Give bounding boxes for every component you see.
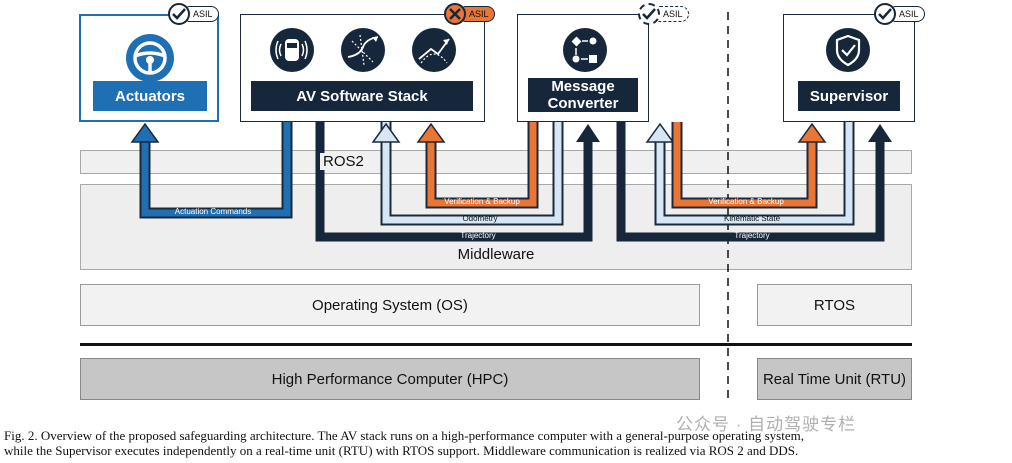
supervisor-asil-badge: ASIL — [874, 3, 925, 25]
watermark: 公众号 · 自动驾驶专栏 — [676, 415, 857, 434]
trajectory-right-arrow — [616, 122, 885, 242]
middleware-label: Middleware — [457, 246, 535, 263]
verification-right-arrow — [671, 122, 818, 209]
verification-right-label: Verification & Backup — [708, 197, 784, 206]
hpc-layer: High Performance Computer (HPC) — [80, 358, 700, 400]
verification-left-arrow — [425, 122, 539, 209]
rtu-label: Real Time Unit (RTU) — [762, 370, 907, 388]
hpc-label: High Performance Computer (HPC) — [271, 370, 509, 388]
asil-label: ASIL — [458, 6, 495, 22]
check-icon — [638, 3, 660, 25]
caption-line-1: Fig. 2. Overview of the proposed safegua… — [4, 428, 804, 443]
actuators-asil-badge: ASIL — [168, 3, 219, 25]
supervisor-label: Supervisor — [798, 81, 900, 111]
message-converter-box: Message Converter — [517, 14, 649, 122]
rtos-label: RTOS — [813, 296, 856, 314]
av-stack-box: AV Software Stack — [240, 14, 485, 122]
steering-wheel-icon — [126, 34, 174, 82]
message-converter-asil-badge: ASIL — [638, 3, 689, 25]
figure-caption: Fig. 2. Overview of the proposed safegua… — [4, 428, 1010, 458]
asil-label: ASIL — [182, 6, 219, 22]
os-label: Operating System (OS) — [312, 296, 468, 314]
actuators-label: Actuators — [93, 81, 207, 111]
rtu-layer: Real Time Unit (RTU) — [757, 358, 912, 400]
trajectory-left-label: Trajectory — [460, 231, 496, 240]
actuation-arrow — [139, 122, 293, 219]
actuators-box: Actuators — [79, 14, 219, 122]
asil-label: ASIL — [652, 6, 689, 22]
car-sensor-icon — [270, 28, 314, 72]
ros2-layer — [80, 150, 912, 174]
path-planning-icon — [341, 28, 385, 72]
verification-left-label: Verification & Backup — [444, 197, 520, 206]
check-icon — [874, 3, 896, 25]
odometry-label: Odometry — [462, 214, 498, 223]
trajectory-icon — [412, 28, 456, 72]
rtos-layer: RTOS — [757, 284, 912, 326]
trajectory-left-arrow — [315, 122, 593, 242]
asil-label: ASIL — [888, 6, 925, 22]
message-converter-label: Message Converter — [528, 78, 638, 112]
os-layer: Operating System (OS) — [80, 284, 700, 326]
actuation-arrowhead — [130, 122, 160, 143]
av-stack-label: AV Software Stack — [251, 81, 473, 111]
ros2-label: ROS2 — [320, 153, 367, 170]
flowchart-icon — [563, 28, 607, 72]
av-stack-asil-badge: ASIL — [444, 3, 495, 25]
supervisor-box: Supervisor — [783, 14, 915, 122]
cross-icon — [444, 3, 466, 25]
actuation-label: Actuation Commands — [174, 207, 252, 216]
shield-check-icon — [826, 28, 870, 72]
hardware-separator — [80, 343, 912, 346]
trajectory-right-label: Trajectory — [734, 231, 770, 240]
caption-line-2: while the Supervisor executes independen… — [4, 443, 799, 458]
check-icon — [168, 3, 190, 25]
kinematic-label: Kinematic State — [723, 214, 781, 223]
